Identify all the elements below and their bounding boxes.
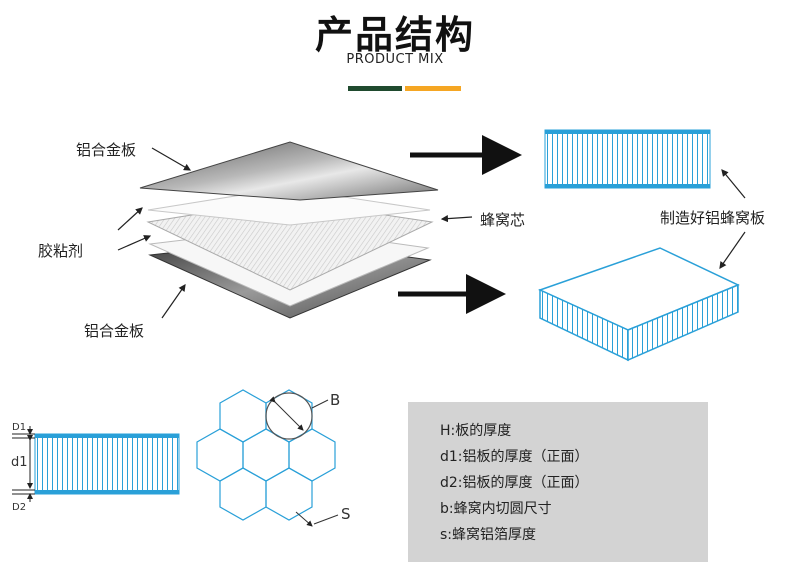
- label-finished-panel: 制造好铝蜂窝板: [660, 209, 766, 227]
- label-adhesive: 胶粘剂: [38, 242, 84, 260]
- page-subtitle: PRODUCT MIX: [346, 52, 444, 67]
- layer-stack: [139, 141, 439, 319]
- label-S: S: [341, 505, 351, 523]
- legend-line-h: H:板的厚度: [440, 423, 512, 439]
- accent-bar-orange: [405, 86, 461, 91]
- label-arrows: [117, 147, 746, 319]
- legend-box: H:板的厚度 d1:铝板的厚度（正面） d2:铝板的厚度（正面） b:蜂窝内切圆…: [408, 402, 708, 562]
- label-B: B: [330, 391, 341, 409]
- accent-bar-green: [348, 86, 402, 91]
- top-aluminum-sheet: [139, 141, 439, 201]
- label-bottom-aluminum-sheet: 铝合金板: [84, 322, 145, 340]
- finished-panel-3d: [537, 247, 740, 362]
- legend-line-d2: d2:铝板的厚度（正面）: [440, 475, 589, 491]
- finished-panel-side-view: [544, 129, 711, 189]
- legend-line-s: s:蜂窝铝箔厚度: [440, 527, 537, 543]
- label-top-aluminum-sheet: 铝合金板: [76, 141, 137, 159]
- cross-section-diagram: [12, 426, 180, 502]
- label-honeycomb-core: 蜂窝芯: [480, 211, 526, 229]
- page-title: 产品结构: [314, 13, 475, 57]
- label-D1: D1: [12, 422, 27, 433]
- legend-line-b: b:蜂窝内切圆尺寸: [440, 501, 552, 517]
- legend-line-d1: d1:铝板的厚度（正面）: [440, 449, 589, 465]
- honeycomb-cell-diagram: [196, 389, 339, 527]
- label-d1: d1: [11, 455, 28, 470]
- label-D2: D2: [12, 502, 27, 513]
